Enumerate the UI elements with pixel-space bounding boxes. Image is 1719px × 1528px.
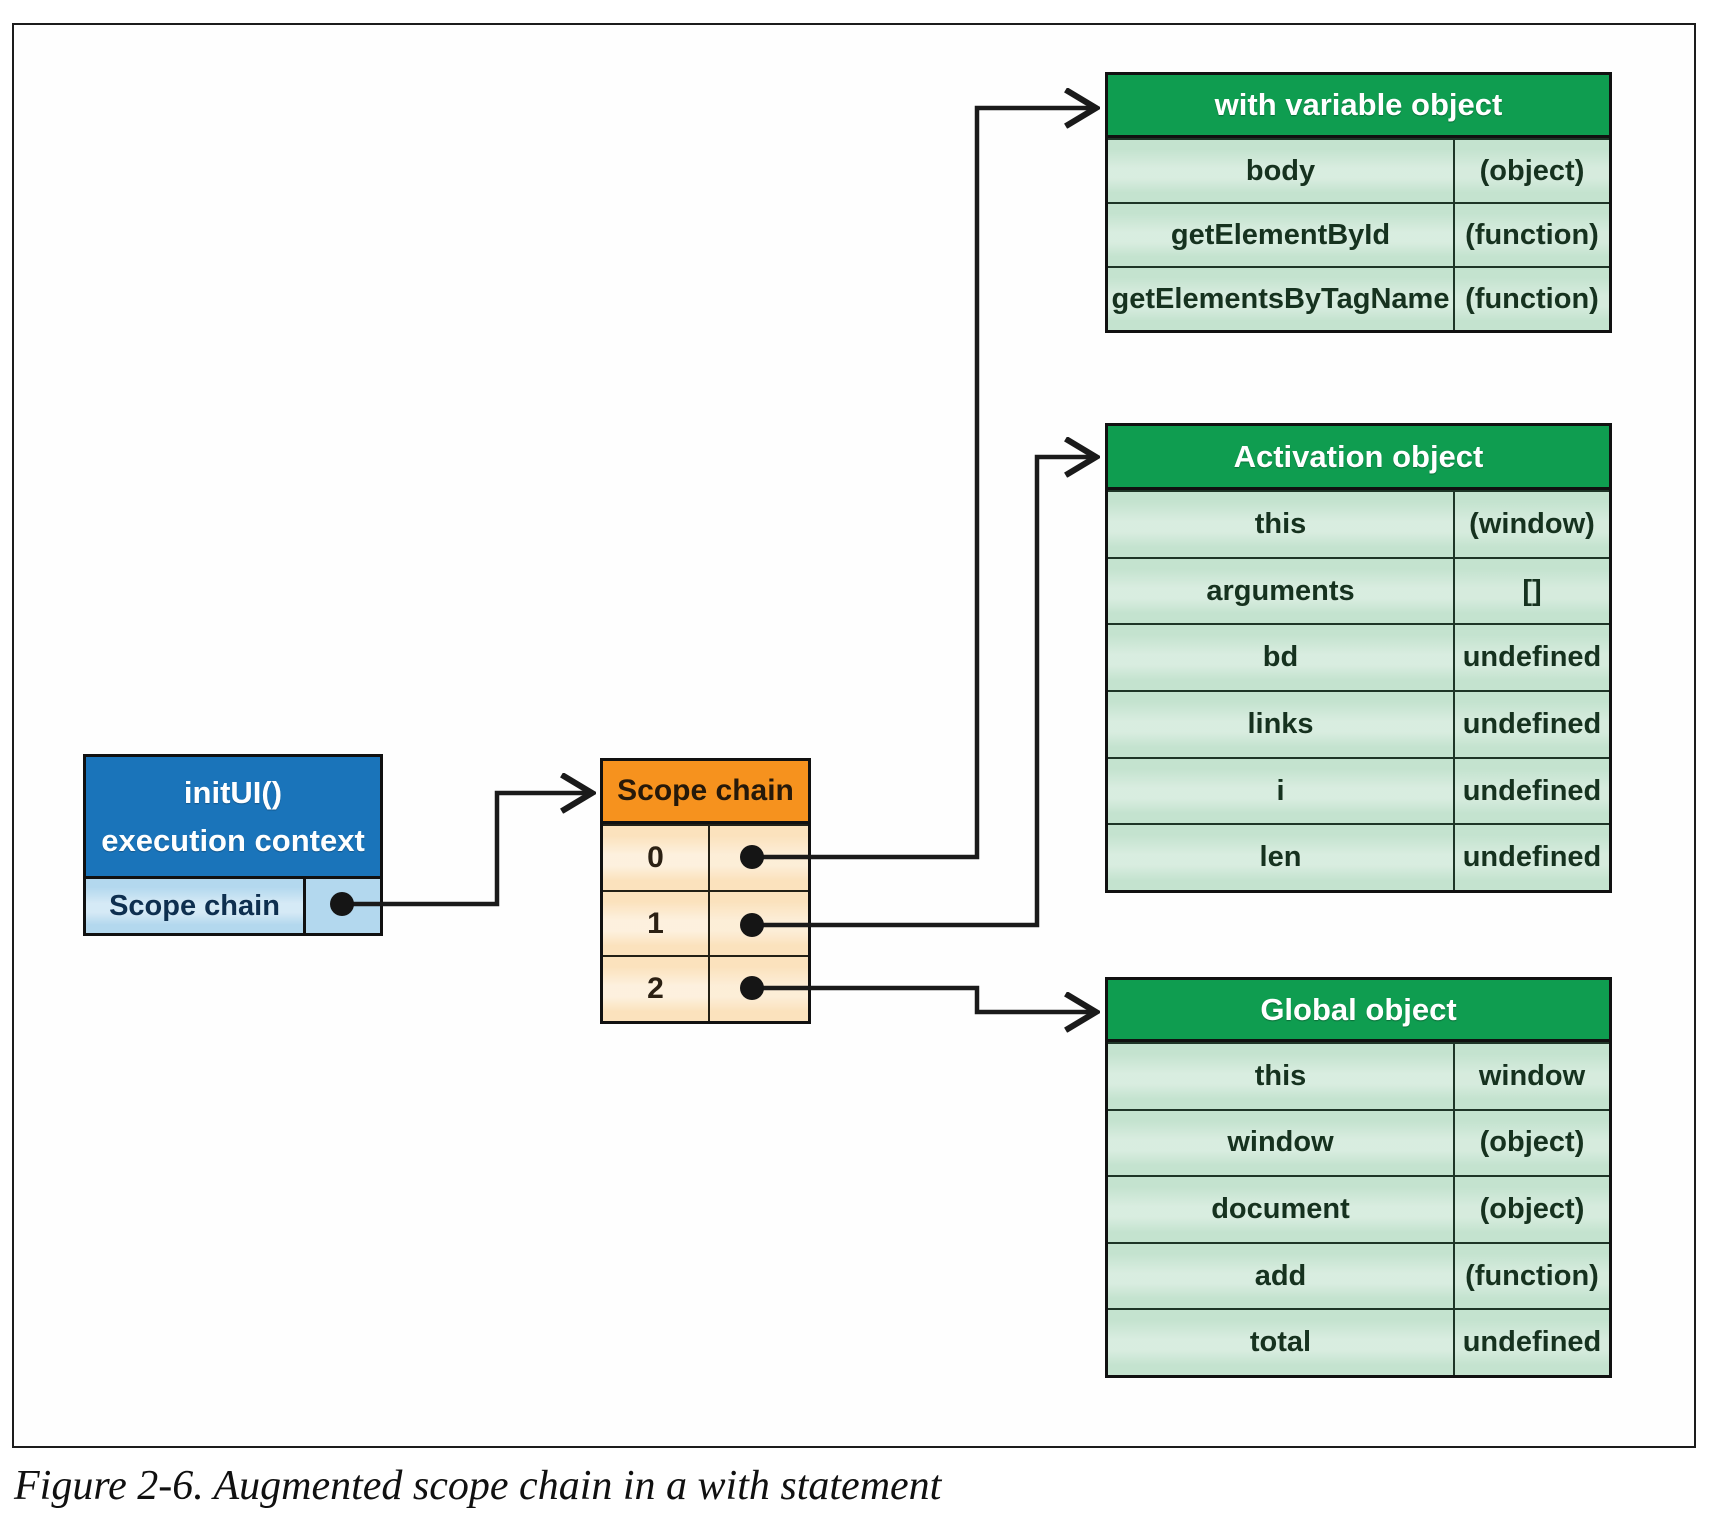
- property-value: (object): [1453, 1110, 1609, 1176]
- property-name: this: [1108, 492, 1453, 557]
- property-value: (function): [1453, 268, 1609, 330]
- table-row: document (object): [1108, 1175, 1609, 1242]
- property-name: total: [1108, 1310, 1453, 1375]
- table-row: arguments []: [1108, 556, 1609, 624]
- property-value: undefined: [1453, 758, 1609, 824]
- table-row: i undefined: [1108, 756, 1609, 824]
- scope-chain-item-0: 0: [603, 824, 808, 890]
- property-value: (object): [1453, 140, 1609, 202]
- execution-context-scope-chain-row: Scope chain: [86, 876, 380, 933]
- scope-chain-index-2: 2: [603, 957, 708, 1022]
- global-object-header: Global object: [1108, 980, 1609, 1042]
- property-value: (function): [1453, 204, 1609, 266]
- figure-caption: Figure 2-6. Augmented scope chain in a w…: [14, 1463, 942, 1509]
- scope-chain-table-header: Scope chain: [603, 761, 808, 824]
- scope-chain-index-0: 0: [603, 826, 708, 890]
- scope-chain-item-1: 1: [603, 889, 808, 956]
- property-name: len: [1108, 825, 1453, 891]
- table-row: len undefined: [1108, 823, 1609, 891]
- property-value: window: [1453, 1044, 1609, 1109]
- scope-chain-pointer-1: [708, 891, 808, 956]
- property-value: undefined: [1453, 1310, 1609, 1375]
- table-row: bd undefined: [1108, 623, 1609, 691]
- scope-chain-pointer-0: [708, 826, 808, 890]
- property-value: (object): [1453, 1177, 1609, 1242]
- table-row: body (object): [1108, 138, 1609, 202]
- table-row: this (window): [1108, 490, 1609, 557]
- with-variable-object-table: with variable object body (object) getEl…: [1105, 72, 1612, 333]
- property-name: arguments: [1108, 558, 1453, 624]
- with-variable-object-header: with variable object: [1108, 75, 1609, 138]
- scope-chain-pointer-2: [708, 957, 808, 1022]
- execution-context-header: initUI() execution context: [86, 757, 380, 876]
- property-name: window: [1108, 1110, 1453, 1176]
- execution-context-title-line1: initUI(): [183, 774, 283, 810]
- property-value: []: [1453, 558, 1609, 624]
- property-name: document: [1108, 1177, 1453, 1242]
- scope-chain-pointer-cell: [303, 879, 380, 933]
- table-row: links undefined: [1108, 690, 1609, 757]
- property-value: undefined: [1453, 625, 1609, 691]
- activation-object-table: Activation object this (window) argument…: [1105, 423, 1612, 893]
- table-row: getElementsByTagName (function): [1108, 266, 1609, 330]
- table-row: this window: [1108, 1042, 1609, 1109]
- activation-object-header: Activation object: [1108, 426, 1609, 490]
- scope-chain-item-2: 2: [603, 955, 808, 1022]
- property-name: add: [1108, 1243, 1453, 1309]
- execution-context-title-line2: execution context: [101, 822, 365, 858]
- property-value: (window): [1453, 492, 1609, 557]
- scope-chain-row-label: Scope chain: [86, 879, 303, 933]
- table-row: window (object): [1108, 1108, 1609, 1176]
- execution-context-box: initUI() execution context Scope chain: [83, 754, 383, 936]
- property-name: getElementById: [1108, 204, 1453, 266]
- property-name: this: [1108, 1044, 1453, 1109]
- property-value: (function): [1453, 1243, 1609, 1309]
- property-name: links: [1108, 692, 1453, 757]
- global-object-table: Global object this window window (object…: [1105, 977, 1612, 1378]
- property-name: bd: [1108, 625, 1453, 691]
- property-value: undefined: [1453, 825, 1609, 891]
- scope-chain-table: Scope chain 0 1 2: [600, 758, 811, 1024]
- table-row: total undefined: [1108, 1308, 1609, 1375]
- table-row: add (function): [1108, 1241, 1609, 1309]
- table-row: getElementById (function): [1108, 202, 1609, 266]
- scope-chain-index-1: 1: [603, 891, 708, 956]
- property-value: undefined: [1453, 692, 1609, 757]
- property-name: body: [1108, 140, 1453, 202]
- property-name: i: [1108, 758, 1453, 824]
- property-name: getElementsByTagName: [1108, 268, 1453, 330]
